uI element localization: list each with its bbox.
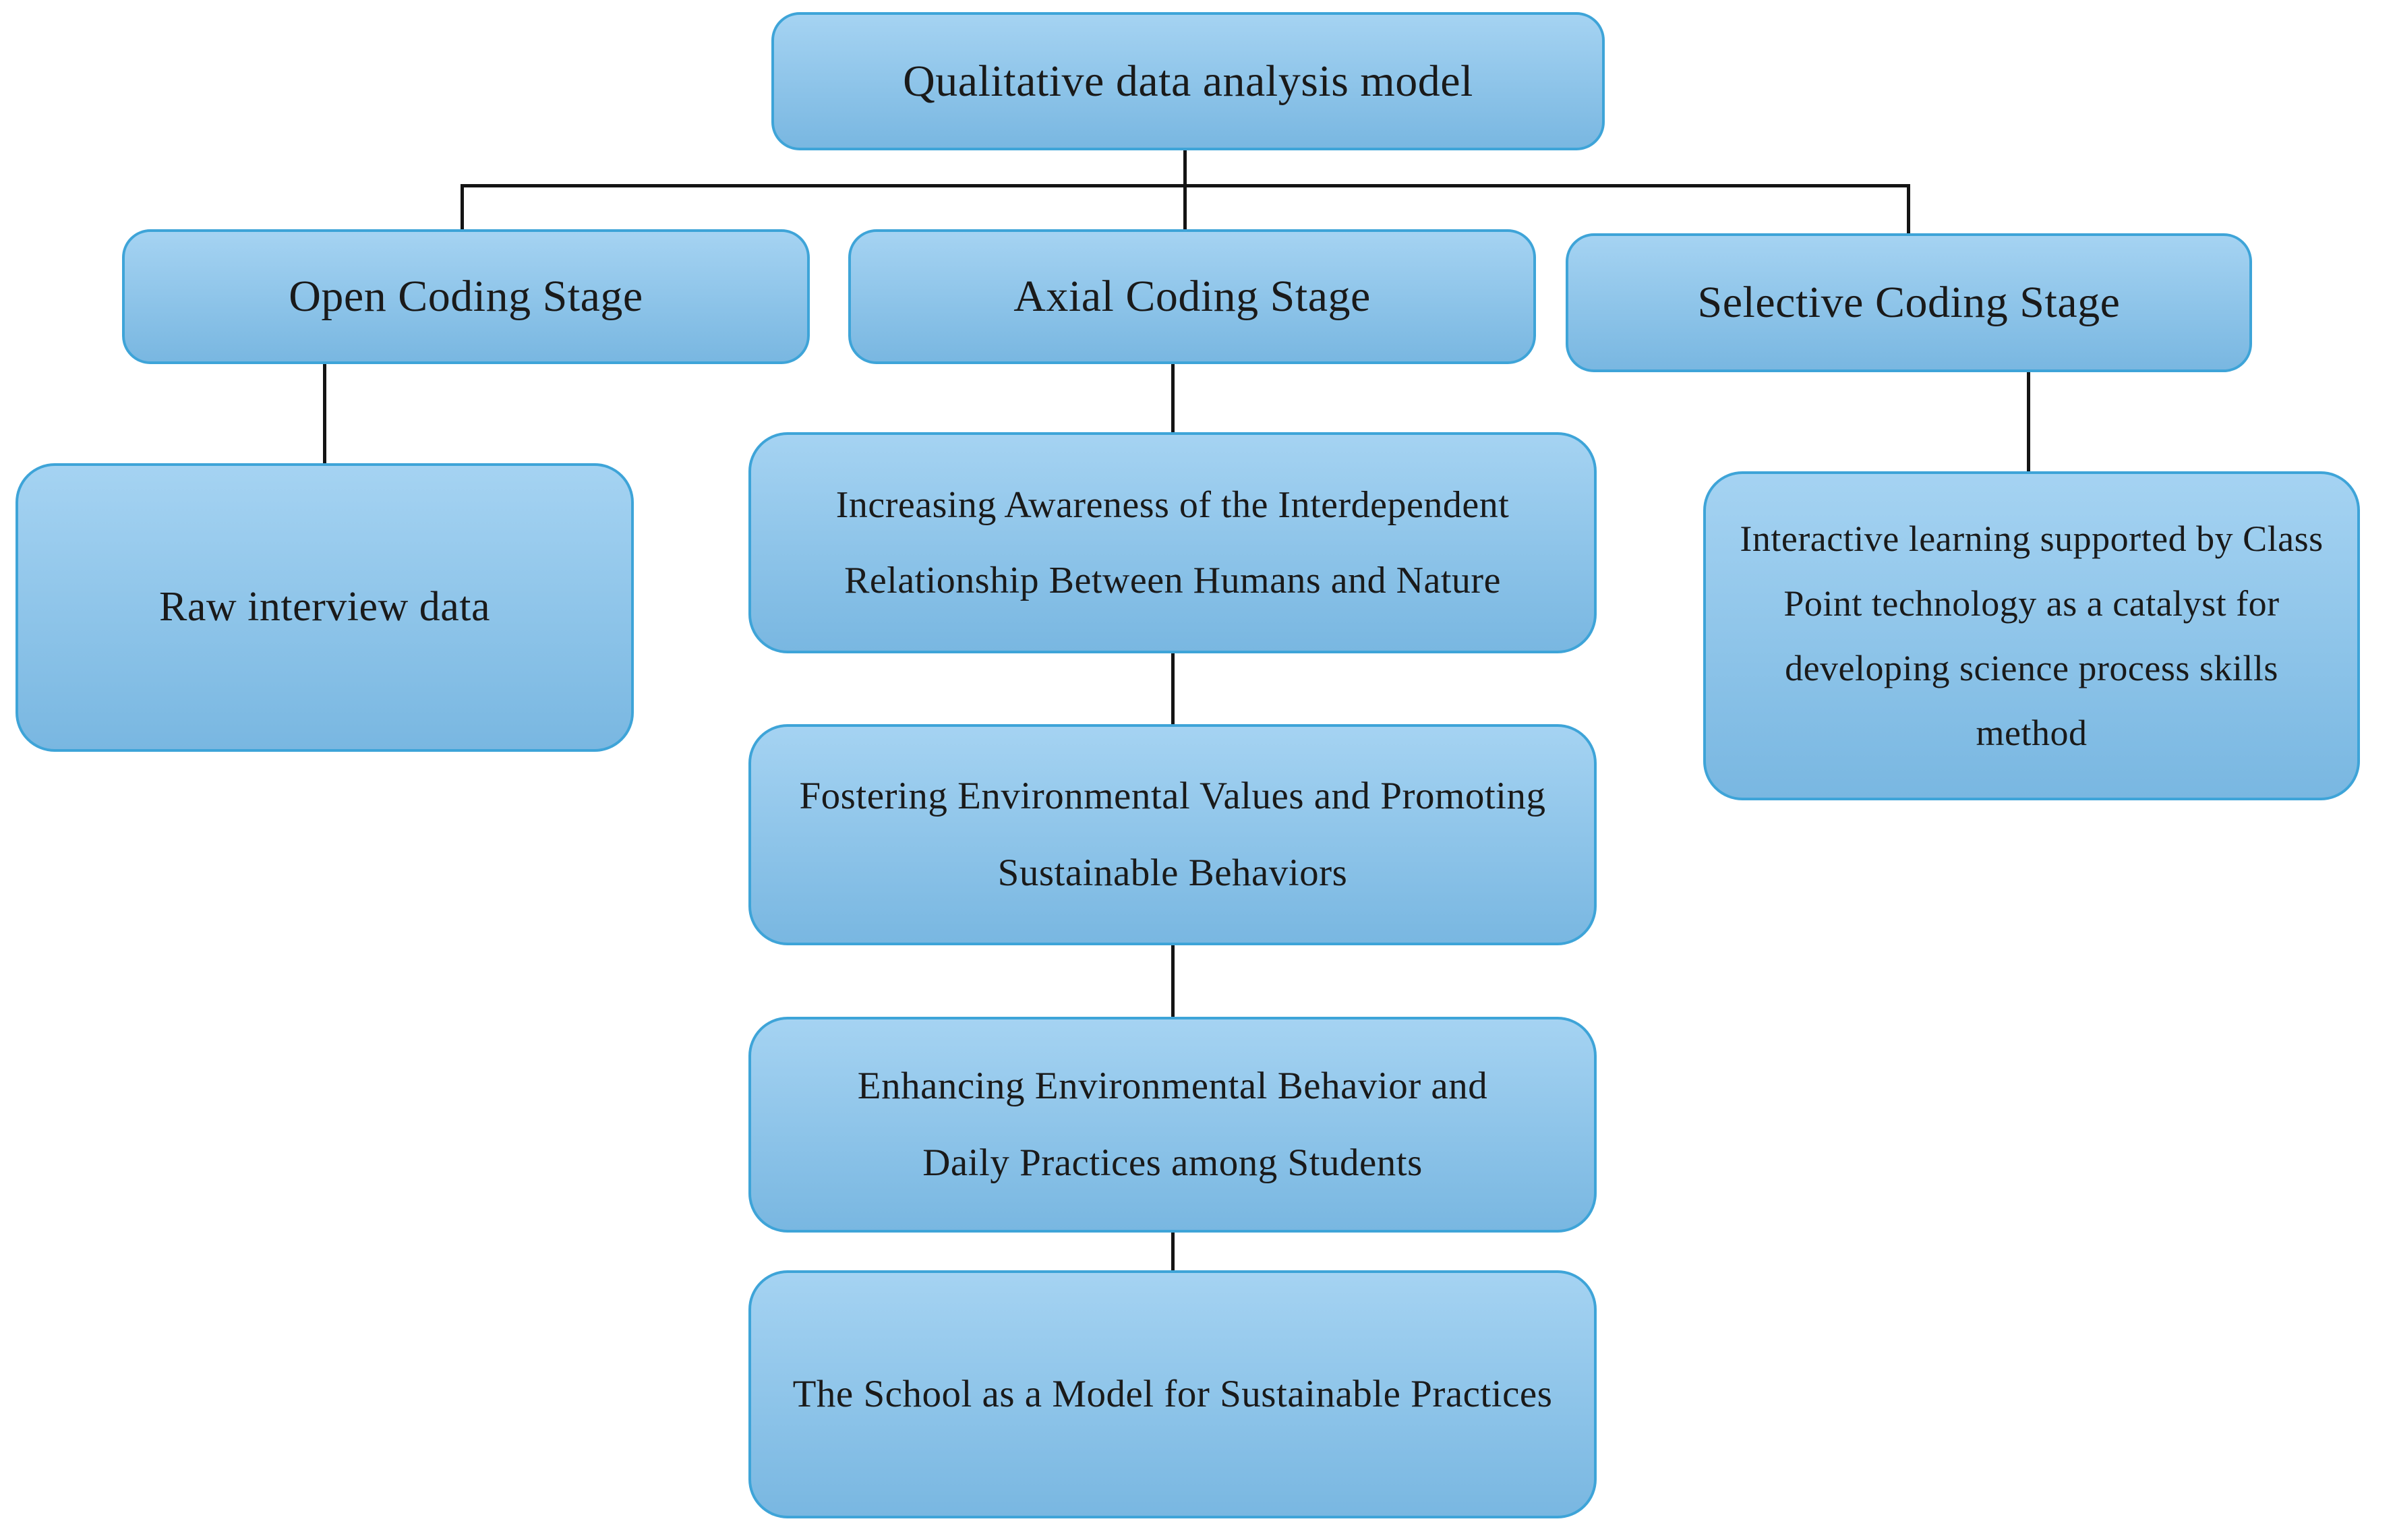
node-axial-child-behavior-label: Enhancing Environmental Behavior and Dai…	[857, 1065, 1488, 1184]
connector-child3-to-child4	[1171, 1231, 1175, 1272]
node-axial-child-school-model-label: The School as a Model for Sustainable Pr…	[792, 1373, 1553, 1415]
node-selective-child-interactive-learning: Interactive learning supported by Class …	[1703, 471, 2360, 800]
node-axial-child-behavior: Enhancing Environmental Behavior and Dai…	[748, 1017, 1597, 1233]
node-axial-coding-stage-label: Axial Coding Stage	[1013, 272, 1371, 322]
node-selective-coding-stage: Selective Coding Stage	[1566, 233, 2252, 372]
connector-selective-to-child	[2027, 371, 2030, 473]
node-selective-child-interactive-learning-label: Interactive learning supported by Class …	[1740, 518, 2324, 754]
node-raw-interview-data: Raw interview data	[16, 463, 634, 752]
connector-open-to-raw	[323, 363, 326, 465]
node-axial-child-school-model: The School as a Model for Sustainable Pr…	[748, 1270, 1597, 1518]
node-axial-child-awareness-label: Increasing Awareness of the Interdepende…	[835, 484, 1510, 601]
node-open-coding-stage-label: Open Coding Stage	[289, 272, 643, 322]
connector-open-stub	[461, 184, 464, 231]
node-axial-child-awareness: Increasing Awareness of the Interdepende…	[748, 432, 1597, 653]
node-axial-child-values: Fostering Environmental Values and Promo…	[748, 724, 1597, 945]
connector-selective-stub	[1907, 184, 1910, 235]
node-open-coding-stage: Open Coding Stage	[122, 229, 810, 364]
connector-axial-stub	[1183, 184, 1187, 231]
connector-child1-to-child2	[1171, 652, 1175, 725]
node-raw-interview-data-label: Raw interview data	[158, 584, 491, 630]
node-selective-coding-stage-label: Selective Coding Stage	[1697, 278, 2121, 328]
connector-root-down	[1183, 148, 1187, 187]
connector-axial-to-child1	[1171, 363, 1175, 434]
node-axial-coding-stage: Axial Coding Stage	[848, 229, 1536, 364]
connector-child2-to-child3	[1171, 944, 1175, 1018]
node-root: Qualitative data analysis model	[771, 12, 1605, 150]
node-root-label: Qualitative data analysis model	[903, 56, 1473, 106]
node-axial-child-values-label: Fostering Environmental Values and Promo…	[799, 775, 1546, 894]
